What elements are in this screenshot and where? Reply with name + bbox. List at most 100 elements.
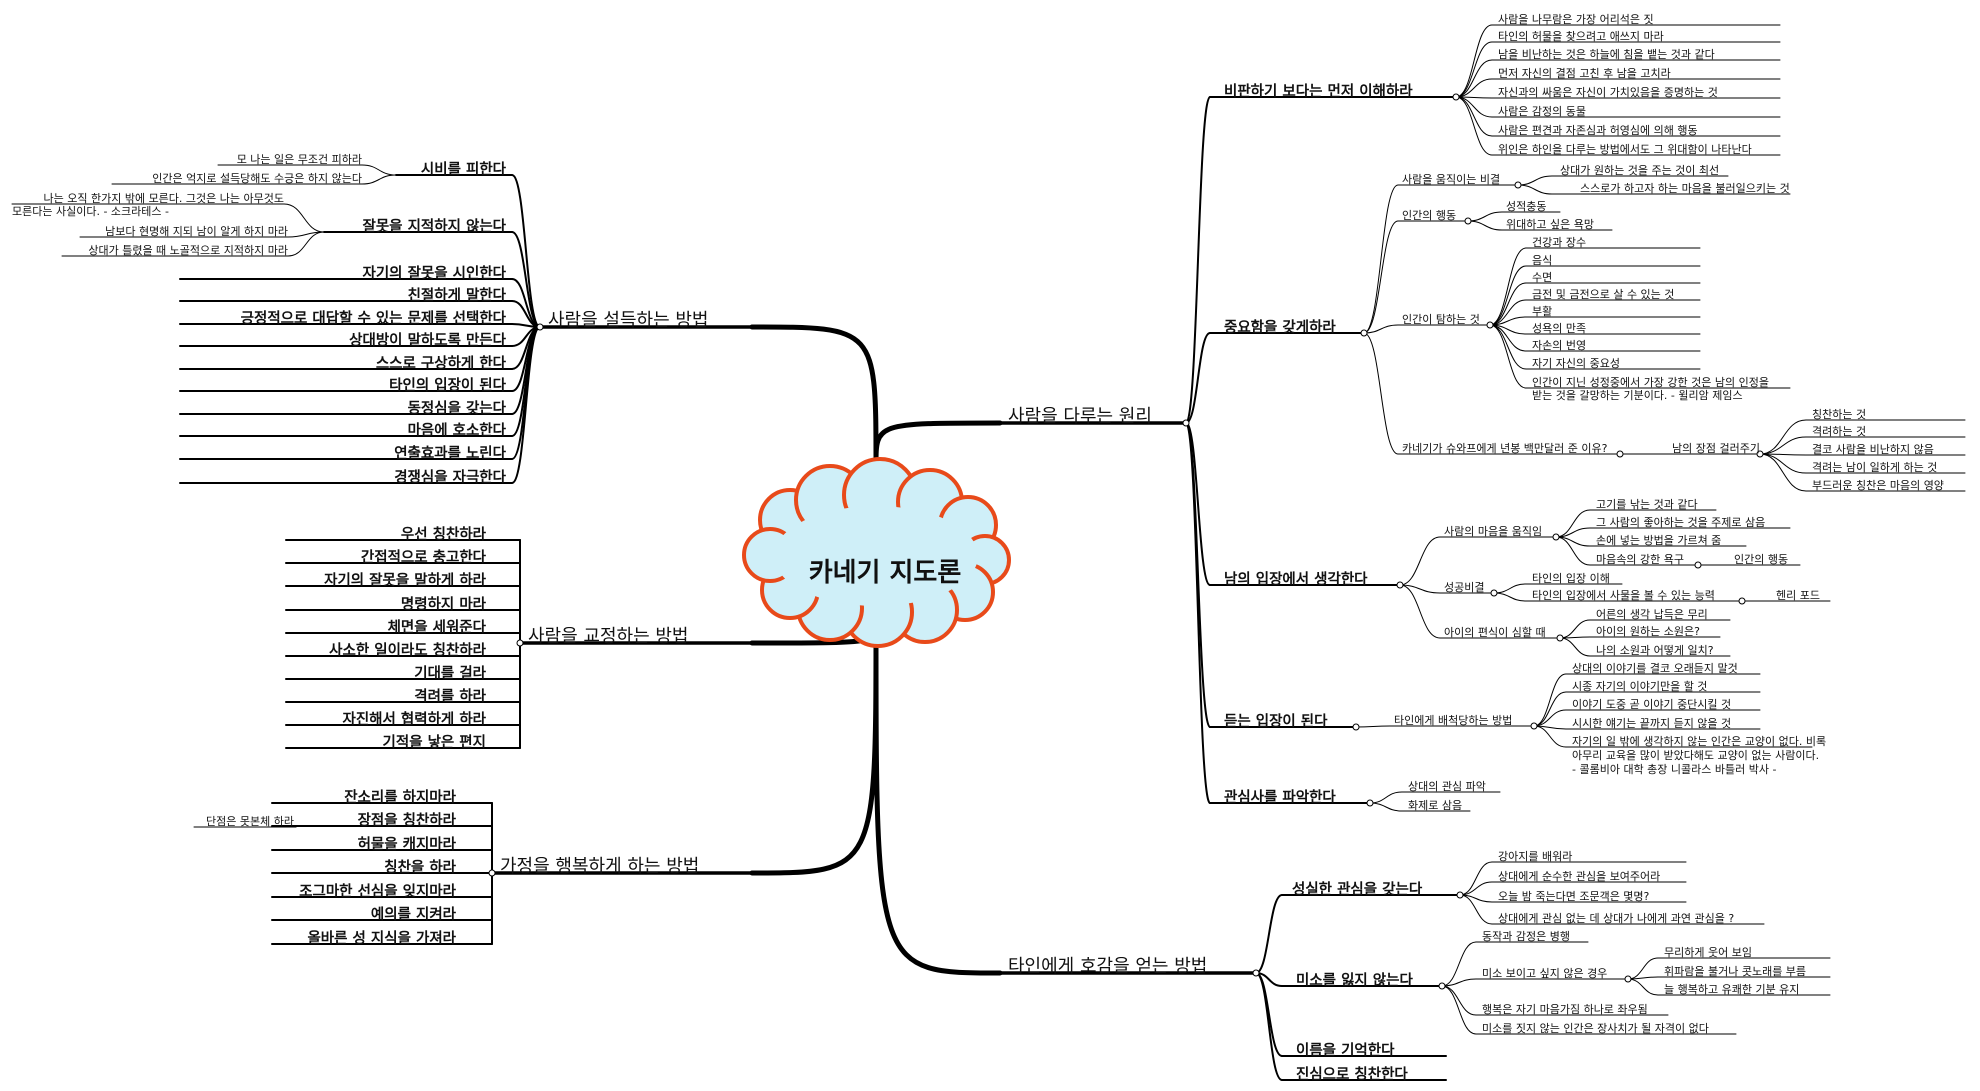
leaf-nosmile-1: 휘파람을 불거나 콧노래를 부름 (1664, 965, 1807, 978)
junction-dot-27 (1616, 450, 1624, 458)
leaf-exclude-4-line3: - 콜롬비아 대학 총장 니콜라스 바틀러 박사 - (1572, 763, 1777, 776)
leaf-success-1: 타인의 입장에서 사물을 볼 수 있는 능력 (1532, 589, 1715, 602)
sub-picky-child: 아이의 편식이 심할 때 (1444, 626, 1546, 639)
topic-correct-5: 사소한 일이라도 칭찬하라 (329, 642, 486, 659)
branch-correct-label: 사람을 교정하는 방법 (528, 626, 689, 647)
topic-persuade-4: 긍정적으로 대답할 수 있는 문제를 선택한다 (240, 310, 506, 327)
connector-26 (1489, 324, 1527, 389)
connector-10 (1185, 332, 1211, 424)
junction-dot-45 (1556, 634, 1564, 642)
topic-no-pointing-mistakes: 잘못을 지적하지 않는다 (362, 218, 507, 235)
sub-move-heart: 사람의 마음을 움직임 (1444, 525, 1543, 538)
topic-home-4: 조그마한 선심을 잊지마라 (299, 883, 456, 900)
topic-remember-names: 이름을 기억한다 (1296, 1042, 1395, 1059)
topic-home-6: 올바른 성 지식을 가져라 (307, 930, 456, 947)
leaf-motivation-1: 스스로가 하고자 하는 마음을 불러일으키는 것 (1580, 182, 1790, 195)
leaf-sincere-1: 상대에게 순수한 관심을 보여주어라 (1498, 870, 1661, 883)
connector-53 (1533, 709, 1567, 727)
connector-27 (1363, 332, 1399, 455)
leaf-exclude-0: 상대의 이야기를 결코 오래듣지 말것 (1572, 662, 1738, 675)
leaf-desire-1: 음식 (1532, 254, 1553, 267)
junction-dot-1 (1452, 93, 1460, 101)
connector-58 (1369, 802, 1403, 812)
branch-connector-59 (873, 622, 1003, 976)
connector-46 (1559, 619, 1591, 639)
connector-56 (1185, 422, 1211, 804)
leaf-nosmile-0: 무리하게 웃어 보임 (1664, 946, 1752, 959)
central-topic-title[interactable]: 카네기 지도론 (808, 558, 962, 588)
topic-correct-3: 명령하지 마라 (400, 596, 486, 613)
leaf-desire-0: 건강과 장수 (1532, 236, 1587, 249)
leaf-understand-0: 사람을 나무람은 가장 어리석은 짓 (1498, 13, 1654, 26)
leaf-desire-5: 성욕의 만족 (1532, 322, 1587, 335)
leaf-sincere-2: 오늘 밤 죽는다면 조문객은 몇명? (1498, 890, 1650, 903)
topic-home-2: 허물을 캐지마라 (357, 836, 456, 853)
connector-57 (1369, 791, 1403, 804)
connector-79 (511, 231, 541, 328)
leaf-child-2: 나의 소원과 어떻게 일치? (1596, 644, 1714, 657)
central-cloud (742, 457, 1011, 648)
topic-persuade-3: 친절하게 말한다 (407, 287, 506, 304)
connector-7 (1455, 96, 1493, 118)
sub-success-secret: 성공비결 (1444, 581, 1485, 594)
connector-12 (1517, 175, 1553, 186)
connector-68 (1627, 957, 1659, 980)
topic-home-0: 잔소리를 하지마라 (344, 789, 456, 806)
leaf-nosmile-2: 늘 행복하고 유쾌한 기분 유지 (1664, 983, 1800, 996)
leaf-heart-0: 고기를 낚는 것과 같다 (1596, 498, 1698, 511)
branch-dot-104 (488, 869, 496, 877)
connector-17 (1363, 324, 1399, 334)
leaf-pointing-1: 남보다 현명해 지되 남이 알게 하지 마라 (105, 225, 288, 238)
leaf-success-1-0: 헨리 포드 (1776, 589, 1820, 602)
connector-80 (283, 203, 325, 233)
leaf-interest-0: 상대의 관심 파악 (1408, 780, 1486, 793)
junction-dot-49 (1352, 723, 1360, 731)
connector-3 (1455, 41, 1493, 98)
connector-72 (1441, 985, 1477, 1035)
junction-dot-43 (1738, 597, 1746, 605)
leaf-smile-3: 미소를 짓지 않는 인간은 장사치가 될 자격이 없다 (1482, 1022, 1709, 1035)
connector-39 (1555, 536, 1591, 566)
leaf-praise-2: 결코 사람을 비난하지 않음 (1812, 443, 1934, 456)
leaf-child-0: 어른의 생각 납득은 무리 (1596, 608, 1708, 621)
leaf-behavior-1: 위대하고 싶은 욕망 (1506, 218, 1594, 231)
leaf-understand-2: 남을 비난하는 것은 하늘에 침을 뱉는 것과 같다 (1498, 48, 1715, 61)
connector-21 (1489, 299, 1527, 326)
branch-dot-0 (1182, 419, 1190, 427)
leaf-desire-2: 수면 (1532, 271, 1553, 284)
connector-67 (1441, 978, 1477, 987)
leaf-avoid-1: 인간은 억지로 설득당해도 수긍은 하지 않는다 (152, 172, 362, 185)
topic-persuade-7: 타인의 입장이 된다 (389, 377, 506, 394)
connector-5 (1455, 78, 1493, 98)
sub-motivation-secret: 사람을 움직이는 비결 (1402, 173, 1501, 186)
connector-74 (1255, 972, 1283, 1081)
leaf-sincere-3: 상대에게 관심 없는 데 상대가 나에게 과연 관심을 ? (1498, 912, 1735, 925)
sub-praise-strengths: 남의 장점 걸러주기 (1672, 442, 1760, 455)
connector-1 (1185, 96, 1211, 424)
connector-92 (511, 326, 541, 484)
connector-60 (1255, 894, 1283, 974)
branch-connector-104 (749, 622, 879, 876)
topic-smile: 미소를 잃지 않는다 (1296, 972, 1413, 989)
topic-interests: 관심사를 파악한다 (1224, 789, 1336, 806)
connector-77 (361, 164, 397, 176)
connector-34 (1185, 422, 1211, 586)
connector-49 (1185, 422, 1211, 728)
sub-no-smile: 미소 보이고 싶지 않은 경우 (1482, 967, 1608, 980)
leaf-understand-4: 자신과의 싸움은 자신이 가치있음을 증명하는 것 (1498, 86, 1718, 99)
leaf-desire-8-line2: 받는 것을 갈망하는 기분이다. - 윌리암 제임스 (1532, 389, 1743, 402)
leaf-interest-1: 화제로 삼음 (1408, 799, 1463, 812)
topic-correct-0: 우선 칭찬하라 (400, 526, 486, 543)
leaf-smile-0: 동작과 감정은 병행 (1482, 930, 1570, 943)
connector-32 (1759, 453, 1807, 474)
junction-dot-11 (1514, 181, 1522, 189)
leaf-avoid-0: 모 나는 일은 무조건 피하라 (236, 153, 362, 166)
connector-43 (1493, 592, 1527, 602)
connector-18 (1489, 247, 1527, 326)
leaf-exclude-4-line2: 아무리 교육을 많이 받았다해도 교양이 없는 사람이다. (1572, 749, 1820, 762)
leaf-exclude-1: 시종 자기의 이야기만을 할 것 (1572, 680, 1708, 693)
topic-correct-7: 격려를 하라 (414, 688, 486, 705)
connector-82 (287, 231, 325, 257)
topic-other-perspective: 남의 입장에서 생각한다 (1224, 571, 1368, 588)
sub-get-excluded: 타인에게 배척당하는 방법 (1394, 714, 1513, 727)
